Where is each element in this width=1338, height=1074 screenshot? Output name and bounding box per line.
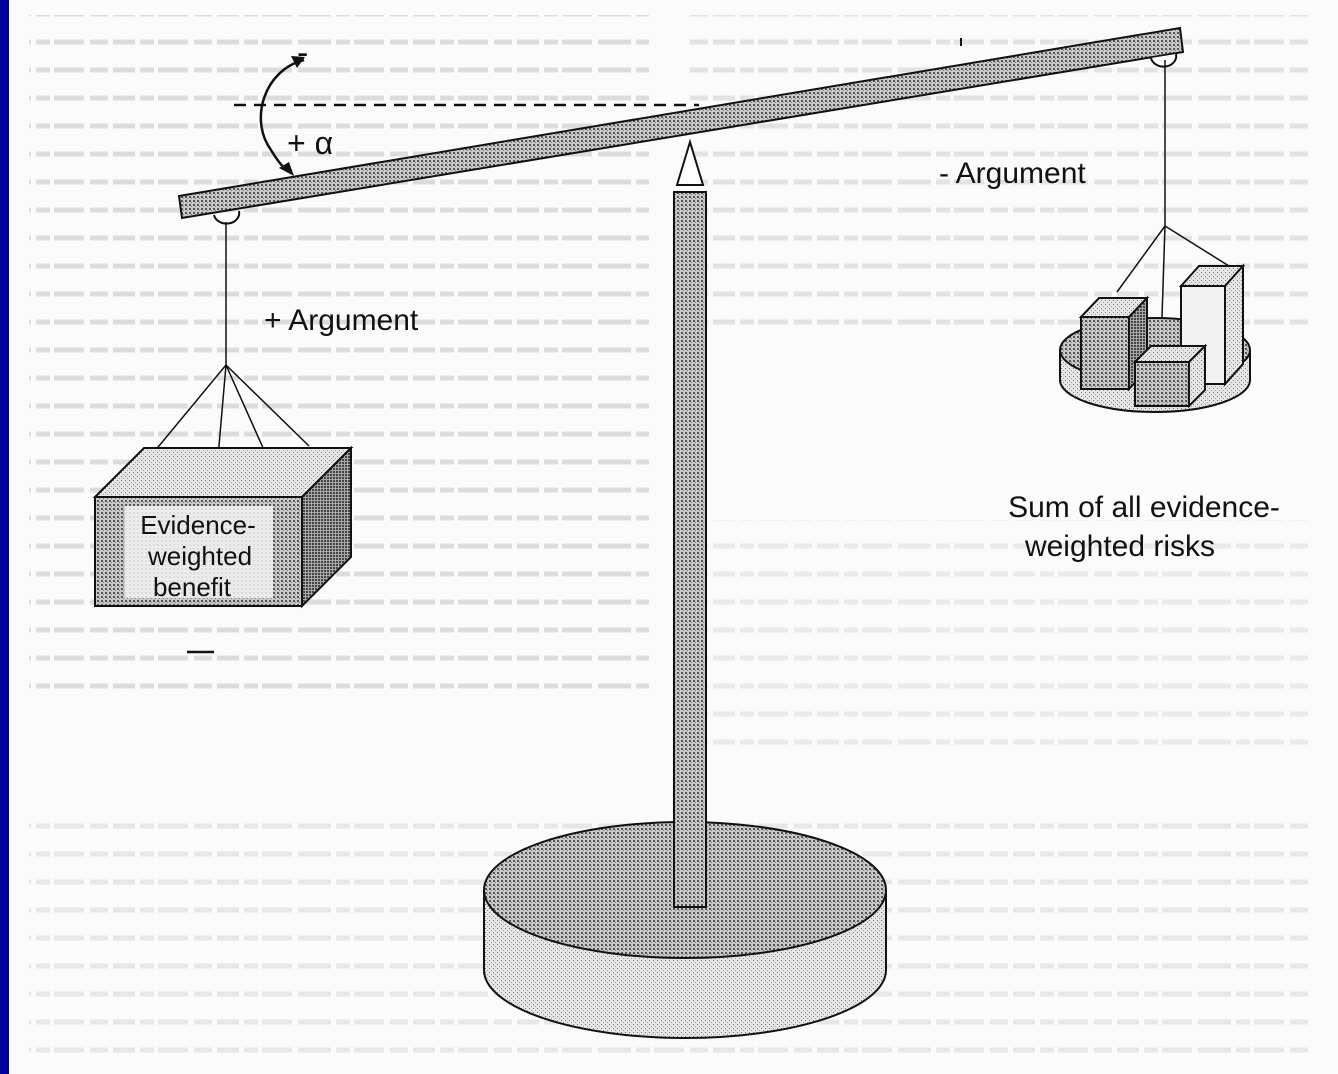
angle-alpha-arrow: [259, 56, 305, 176]
scale-post: [673, 138, 707, 908]
minus-argument-label: - Argument: [939, 157, 1086, 190]
risks-label-line-2: weighted risks: [1024, 530, 1215, 563]
benefit-label-line-3: benefit: [153, 572, 232, 602]
benefit-label-line-2: weighted: [147, 541, 252, 571]
minus-sign-label: -: [297, 34, 308, 72]
benefit-weight: [92, 222, 354, 609]
plus-argument-label: + Argument: [264, 304, 419, 337]
scale-base: [483, 821, 887, 1039]
plus-alpha-label: + α: [287, 125, 333, 161]
risks-weight: [1059, 60, 1251, 413]
risks-label-line-1: Sum of all evidence-: [1008, 491, 1280, 524]
scale-beam: [177, 26, 1185, 225]
benefit-label-line-1: Evidence-: [140, 510, 256, 540]
scanned-page: - + α - Argument + Argument Evidence- we…: [9, 0, 1338, 1074]
balance-scale-diagram: - + α - Argument + Argument Evidence- we…: [29, 15, 1309, 1060]
